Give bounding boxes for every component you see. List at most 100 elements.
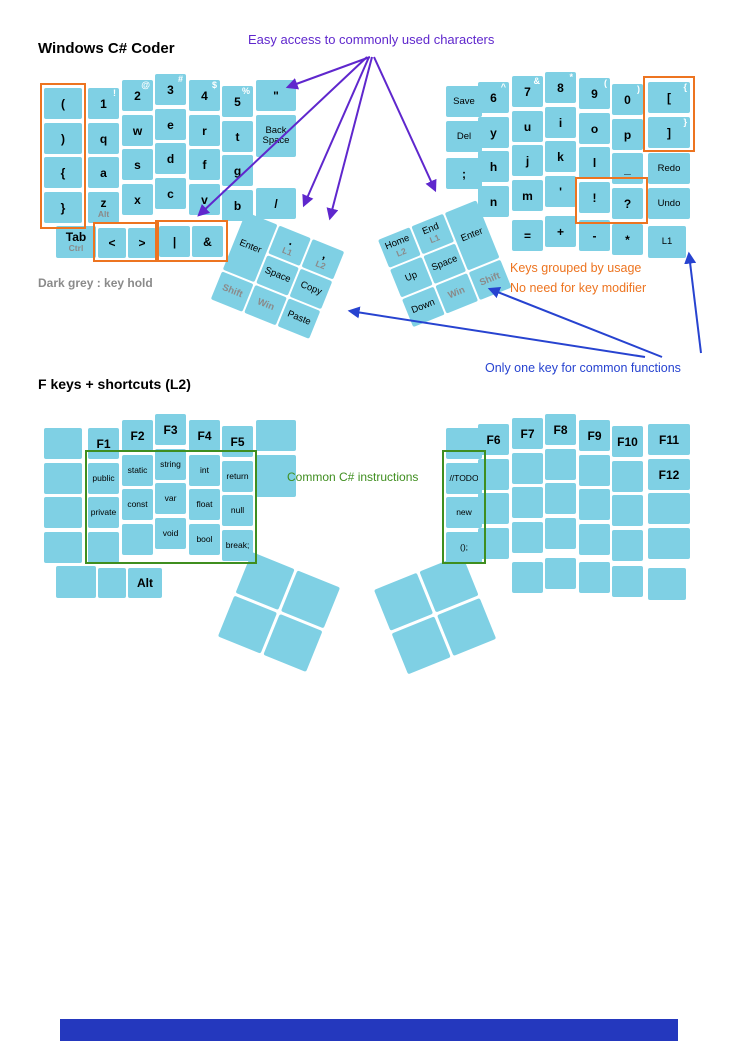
key-m: m <box>512 180 543 211</box>
key-close-bracket: }] <box>648 117 690 148</box>
key-label: ( <box>61 96 65 111</box>
shift-label: * <box>569 72 573 82</box>
key-greater-than: > <box>128 228 156 258</box>
key-label: } <box>60 200 66 215</box>
key-blank <box>579 524 610 555</box>
key-blank <box>545 449 576 480</box>
key-9: (9 <box>579 78 610 109</box>
key-asterisk: * <box>612 224 643 255</box>
key-label: & <box>203 234 212 249</box>
shift-label: & <box>533 76 541 86</box>
key-bool: bool <box>189 524 220 555</box>
key-open-brace: { <box>44 157 82 188</box>
key-label: F3 <box>163 422 178 437</box>
key-label: L1 <box>661 236 673 248</box>
key-label: public <box>92 473 115 484</box>
highlight-csharp-keywords-left <box>85 450 257 564</box>
key-blank <box>579 489 610 520</box>
key-s: s <box>122 149 153 180</box>
key-1: !1 <box>88 88 119 119</box>
shift-label: # <box>177 74 183 84</box>
highlight-pipe-ampersand <box>155 220 228 262</box>
key-label: return <box>226 471 249 482</box>
key-label: h <box>489 159 498 174</box>
key-blank <box>478 528 509 559</box>
key-question: ? <box>612 188 643 219</box>
key-f3: F3 <box>155 414 186 445</box>
key-label: Tab <box>65 230 87 245</box>
key-label: Redo <box>657 162 681 174</box>
key-f11: F11 <box>648 424 690 455</box>
key-label: e <box>167 117 174 132</box>
key-label: a <box>100 165 107 180</box>
key-blank <box>648 493 690 524</box>
key-l: l <box>579 147 610 178</box>
annotation-keys-grouped-line1: Keys grouped by usage <box>510 261 642 275</box>
key-label: Alt <box>137 576 153 590</box>
key-q: q <box>88 123 119 154</box>
key-label: new <box>456 507 472 518</box>
key-label: F6 <box>486 432 501 447</box>
highlight-angle-brackets <box>93 222 159 262</box>
key-alt: Alt <box>128 568 162 598</box>
key-open-paren: ( <box>44 88 82 119</box>
key-blank <box>44 497 82 528</box>
f-layer-title: F keys + shortcuts (L2) <box>38 376 191 392</box>
key-null: null <box>222 495 253 526</box>
key-redo: Redo <box>648 153 690 184</box>
key-open-bracket: {[ <box>648 82 690 113</box>
key-f4: F4 <box>189 420 220 451</box>
shift-label: } <box>683 117 687 127</box>
key-label: s <box>134 157 141 172</box>
annotation-one-key: Only one key for common functions <box>485 361 681 375</box>
key-label: 8 <box>557 80 564 95</box>
key-int: int <box>189 455 220 486</box>
key-label: int <box>200 465 209 476</box>
key-label: j <box>525 153 530 168</box>
highlight-exclaim-question <box>575 177 648 224</box>
key-label: void <box>162 528 179 539</box>
hold-label: Ctrl <box>68 243 84 254</box>
key-label: const <box>127 499 148 510</box>
shift-label: ! <box>113 88 116 98</box>
key-label: c <box>167 186 174 201</box>
key-label: float <box>196 499 213 510</box>
key-blank <box>612 461 643 492</box>
key-label: bool <box>196 534 213 545</box>
key-label: = <box>523 228 531 243</box>
key-label: ! <box>592 190 597 205</box>
key-w: w <box>122 115 153 146</box>
key-label: break; <box>225 540 250 551</box>
key-blank <box>98 568 126 598</box>
shift-label: @ <box>141 80 150 90</box>
key-c: c <box>155 178 186 209</box>
key-blank <box>579 455 610 486</box>
key-u: u <box>512 111 543 142</box>
key-blank <box>512 562 543 593</box>
key-label: l <box>592 155 597 170</box>
key-blank <box>512 487 543 518</box>
key-f8: F8 <box>545 414 576 445</box>
key-f7: F7 <box>512 418 543 449</box>
key-static: static <box>122 455 153 486</box>
key-blank <box>612 495 643 526</box>
key-f10: F10 <box>612 426 643 457</box>
key-label: _ <box>624 161 631 176</box>
annotation-easy-access: Easy access to commonly used characters <box>248 32 495 47</box>
key-blank <box>612 530 643 561</box>
key-label: F12 <box>658 467 680 482</box>
key-label: null <box>230 505 245 516</box>
key-string: string <box>155 449 186 480</box>
key-label: Del <box>456 130 472 142</box>
key-blank <box>545 558 576 589</box>
key-label: m <box>522 188 533 203</box>
key-blank <box>579 562 610 593</box>
key-label: ] <box>667 125 671 140</box>
page-title: Windows C# Coder <box>38 40 175 57</box>
shift-label: ^ <box>500 82 506 92</box>
key-blank <box>545 518 576 549</box>
key-less-than: < <box>98 228 126 258</box>
key-f2: F2 <box>122 420 153 451</box>
